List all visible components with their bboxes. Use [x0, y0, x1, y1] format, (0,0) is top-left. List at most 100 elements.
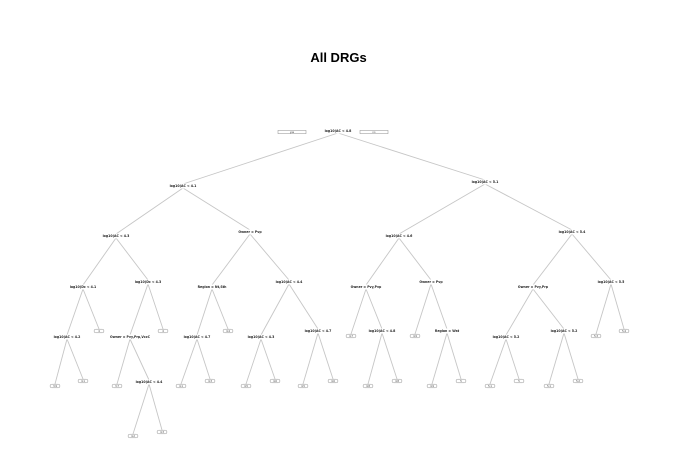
split-node-bg	[492, 334, 520, 340]
leaf-node	[204, 378, 216, 384]
tree-edge	[505, 338, 520, 380]
tree-edge	[532, 288, 565, 330]
root-branch-label: yes	[290, 131, 295, 134]
split-node-label: Owner = Pvp	[238, 230, 262, 234]
leaf-node	[426, 383, 438, 389]
split-node-bg	[471, 179, 499, 185]
tree-edge	[398, 183, 486, 235]
split-node-bg	[116, 334, 144, 340]
leaf-node-label: 4.8	[395, 380, 399, 383]
tree-edge	[484, 183, 573, 231]
split-node-label: log10(AC < 4.2	[54, 335, 81, 339]
tree-edge	[260, 338, 276, 380]
tree-edge	[132, 383, 150, 435]
tree-edge	[381, 332, 398, 380]
leaf-node	[484, 383, 496, 389]
tree-edge	[196, 288, 213, 336]
split-node-label: Region = Nt,Sth	[198, 285, 228, 289]
leaf-node-label: 4.4	[226, 330, 230, 333]
split-node-bg	[69, 284, 97, 290]
tree-edge	[182, 132, 339, 185]
split-node-bg	[385, 233, 413, 239]
split-node-bg	[236, 229, 264, 235]
tree-edge	[196, 338, 211, 380]
leaf-node	[222, 328, 234, 334]
leaf-node	[297, 383, 309, 389]
tree-edge	[548, 332, 565, 385]
split-node-bg	[183, 334, 211, 340]
leaf-node	[455, 378, 467, 384]
tree-edge	[260, 283, 290, 336]
leaf-node	[77, 378, 89, 384]
split-node-bg	[275, 279, 303, 285]
split-node-label: log10(AC < 4.8	[325, 129, 353, 133]
split-node-label: log10(AC < 4.4	[136, 380, 164, 384]
split-node-label: log10(AC < 4.8	[369, 329, 397, 333]
tree-edge	[337, 132, 486, 181]
split-node-label: Owner = Pvy,Prp,VccC	[110, 335, 151, 339]
split-node-label: log10(AC < 5.1	[472, 180, 499, 184]
split-node-label: log10(AC < 4.1	[170, 184, 197, 188]
tree-edge	[129, 338, 150, 381]
leaf-node	[543, 383, 555, 389]
root-branch-label: no	[373, 131, 377, 134]
leaf-node	[49, 383, 61, 389]
split-node-label: log10(AC < 4.7	[184, 335, 211, 339]
tree-edge	[147, 283, 164, 330]
tree-edge	[148, 383, 163, 431]
split-node-label: log10(AC < 4.7	[305, 329, 332, 333]
leaf-node-label: 4.2	[131, 435, 135, 438]
leaf-node-label: 5.1	[488, 385, 492, 388]
tree-edge	[116, 338, 131, 385]
split-node-bg	[304, 328, 332, 334]
tree-edge	[66, 338, 84, 380]
leaf-node-label: 5.2	[576, 380, 580, 383]
split-node-bg	[102, 233, 130, 239]
tree-edge	[180, 338, 198, 385]
split-node-label: log10(AC < 5.2	[493, 335, 520, 339]
leaf-node-label: 4.8	[366, 385, 370, 388]
split-node-bg	[247, 334, 275, 340]
split-node-label: Owner = Pvy,Prp	[518, 285, 549, 289]
tree-edge	[367, 332, 383, 385]
split-node-bg	[352, 284, 380, 290]
leaf-node	[175, 383, 187, 389]
leaf-node-label: 4.3	[208, 380, 212, 383]
tree-edge	[82, 237, 117, 286]
leaf-node-label: 4.6	[331, 380, 335, 383]
split-node-label: log10(Dc < 4.3	[135, 280, 162, 284]
tree-edge	[350, 288, 367, 335]
leaf-node-label: 4.5	[244, 385, 248, 388]
leaf-node	[590, 333, 602, 339]
tree-edge	[317, 332, 334, 380]
split-node-label: Owner = Pvp	[419, 280, 443, 284]
split-node-label: Owner = Pvy,Pvp	[351, 285, 382, 289]
tree-edge	[532, 233, 573, 286]
tree-edge	[398, 237, 432, 281]
tree-edge	[115, 237, 149, 281]
leaf-node	[391, 378, 403, 384]
leaf-node-label: 3.9	[53, 385, 57, 388]
tree-edge	[563, 332, 579, 380]
leaf-node	[327, 378, 339, 384]
root-branch-box	[277, 130, 307, 134]
tree-edge	[446, 332, 462, 380]
tree-edge	[82, 288, 100, 330]
split-node-label: log10(AC < 4.4	[276, 280, 304, 284]
tree-edge	[302, 332, 319, 385]
tree-edge	[505, 288, 534, 336]
leaf-node	[240, 383, 252, 389]
tree-edge	[365, 237, 400, 286]
tree-edge	[431, 332, 448, 385]
leaf-node-label: 5	[518, 380, 520, 383]
leaf-node-label: 4.7	[349, 335, 353, 338]
leaf-node-label: 4.1	[81, 380, 85, 383]
split-node-bg	[134, 279, 162, 285]
leaf-node	[157, 328, 169, 334]
tree-edge	[430, 283, 448, 330]
split-node-bg	[558, 229, 586, 235]
tree-edge	[115, 187, 184, 235]
leaf-node	[362, 383, 374, 389]
tree-edge	[129, 283, 149, 336]
